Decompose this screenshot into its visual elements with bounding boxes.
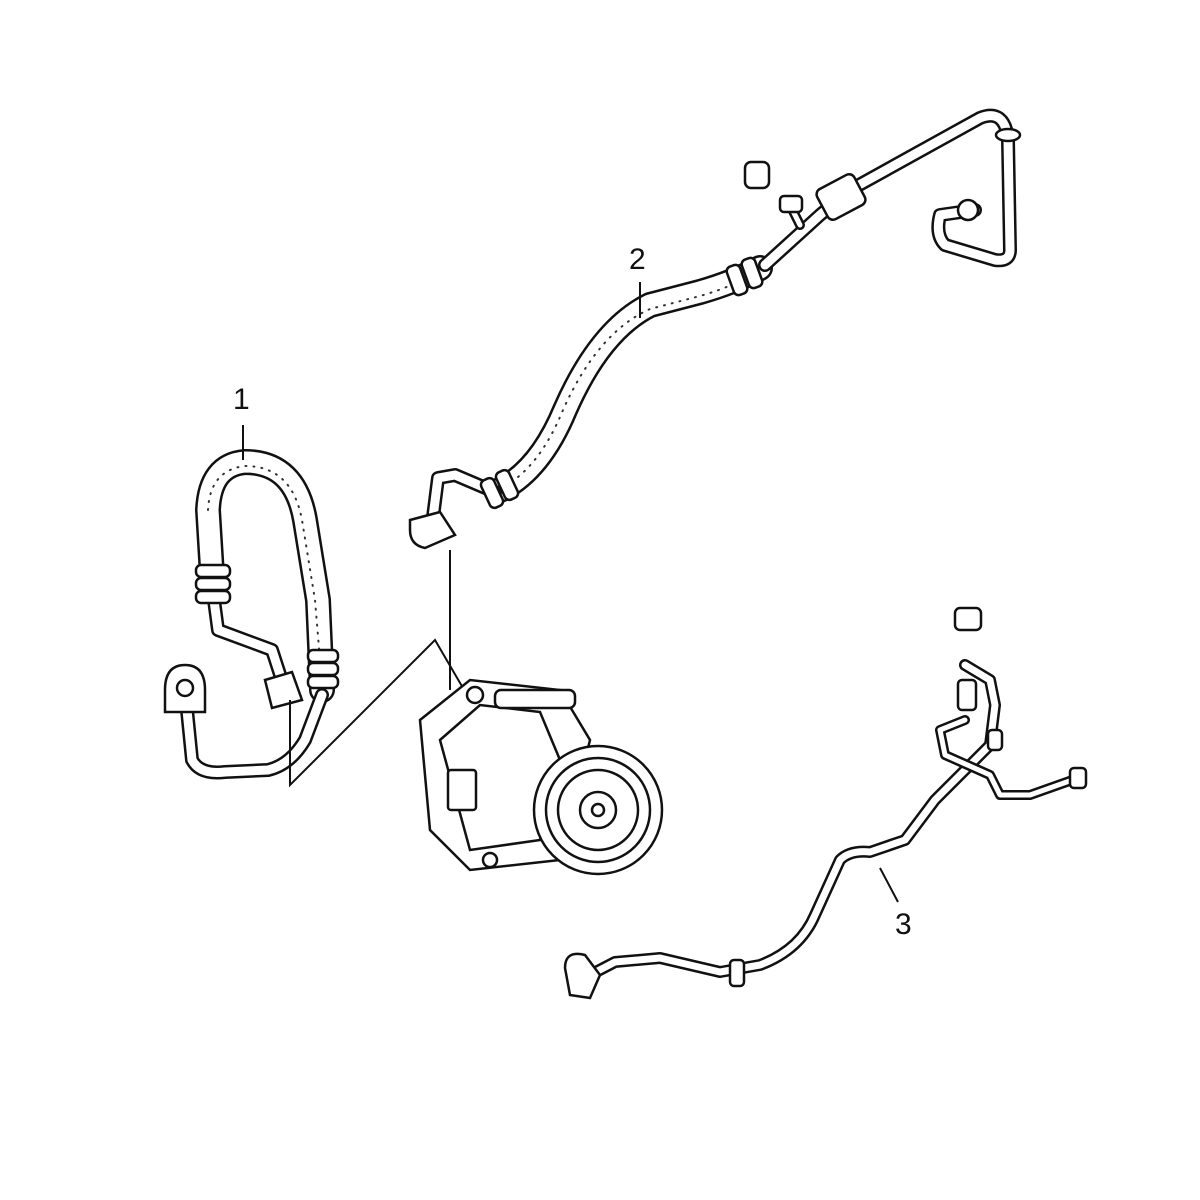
ac-compressor <box>418 678 664 876</box>
callout-label-3: 3 <box>895 908 912 941</box>
callout-label-1: 1 <box>233 383 250 416</box>
hose-assembly-2 <box>408 108 1022 690</box>
hose-assembly-1 <box>163 425 471 788</box>
pipe-assembly-3 <box>563 606 1088 1000</box>
callout-label-2: 2 <box>629 243 646 276</box>
